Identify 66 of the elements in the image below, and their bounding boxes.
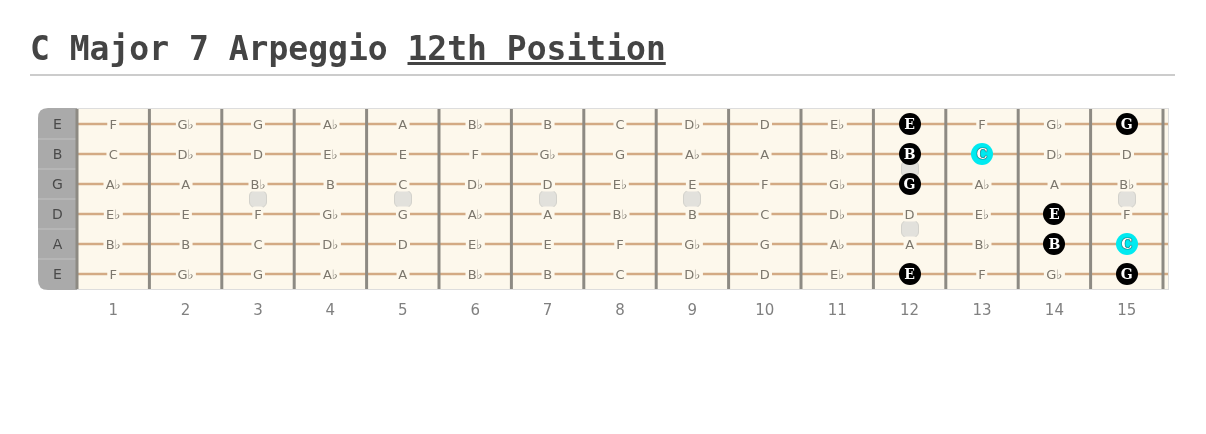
fret-number: 7 — [542, 302, 553, 318]
note-name: A♭ — [682, 146, 702, 162]
note-name: D♭ — [682, 116, 703, 132]
note-name: D♭ — [320, 236, 341, 252]
fret-number: 4 — [325, 302, 336, 318]
string-name: D — [52, 207, 63, 221]
note-name: G♭ — [537, 146, 558, 162]
note-name: A♭ — [827, 236, 847, 252]
note-name: D♭ — [682, 266, 703, 282]
note-name: D♭ — [1044, 146, 1065, 162]
fret-number: 2 — [180, 302, 191, 318]
note-name: A♭ — [320, 116, 340, 132]
fret-number: 14 — [1044, 302, 1064, 318]
fret-number: 8 — [615, 302, 625, 318]
note-name: B♭ — [610, 206, 630, 222]
note-name: A♭ — [103, 176, 123, 192]
note-name: B♭ — [465, 116, 485, 132]
note-name: G♭ — [682, 236, 703, 252]
note-name: G♭ — [320, 206, 341, 222]
string-name: A — [52, 237, 63, 251]
note-name: F — [1121, 206, 1133, 222]
string-name: E — [53, 267, 62, 281]
note-name: E♭ — [972, 206, 992, 222]
fret-number: 10 — [755, 302, 775, 318]
fret-number: 15 — [1117, 302, 1137, 318]
fret-number: 6 — [470, 302, 480, 318]
string-name: E — [53, 117, 62, 131]
fret-number: 12 — [900, 302, 920, 318]
fret-number: 13 — [972, 302, 992, 318]
fret-number: 5 — [398, 302, 408, 318]
position-link: 12th Position — [407, 29, 666, 68]
note-name: E♭ — [610, 176, 630, 192]
note-name: A♭ — [465, 206, 485, 222]
string-name: B — [52, 147, 63, 161]
note-name: G♭ — [1044, 116, 1065, 132]
note-name: B — [685, 206, 699, 222]
fret-number: 11 — [827, 302, 847, 318]
note-name: G♭ — [175, 116, 196, 132]
note-name: E♭ — [466, 236, 485, 252]
note-name: G♭ — [827, 176, 848, 192]
note-name: A♭ — [320, 266, 340, 282]
note-name: G♭ — [1044, 266, 1065, 282]
note-name: A — [541, 206, 555, 222]
note-name: D♭ — [465, 176, 486, 192]
note-name: B♭ — [827, 146, 847, 162]
fret-number: 9 — [687, 302, 698, 318]
note-name: D♭ — [827, 206, 848, 222]
note-name: B♭ — [465, 266, 485, 282]
note-name: B♭ — [972, 236, 992, 252]
note-name: F — [252, 206, 264, 222]
note-name: B♭ — [1117, 176, 1137, 192]
note-name: A♭ — [972, 176, 992, 192]
fret-number: 3 — [253, 302, 263, 318]
note-name: G♭ — [175, 266, 196, 282]
note-name: E♭ — [828, 116, 847, 132]
note-name: B♭ — [103, 236, 123, 252]
string-name: G — [52, 177, 63, 191]
note-name: A — [903, 236, 917, 252]
page-title: C Major 7 Arpeggio 12th Position — [30, 29, 666, 69]
note-name: D♭ — [175, 146, 196, 162]
note-name: E♭ — [828, 266, 847, 282]
note-name: E♭ — [321, 146, 340, 162]
note-name: G — [395, 206, 410, 222]
fret-number: 1 — [108, 302, 118, 318]
note-name: B♭ — [248, 176, 268, 192]
note-name: E♭ — [104, 206, 123, 222]
